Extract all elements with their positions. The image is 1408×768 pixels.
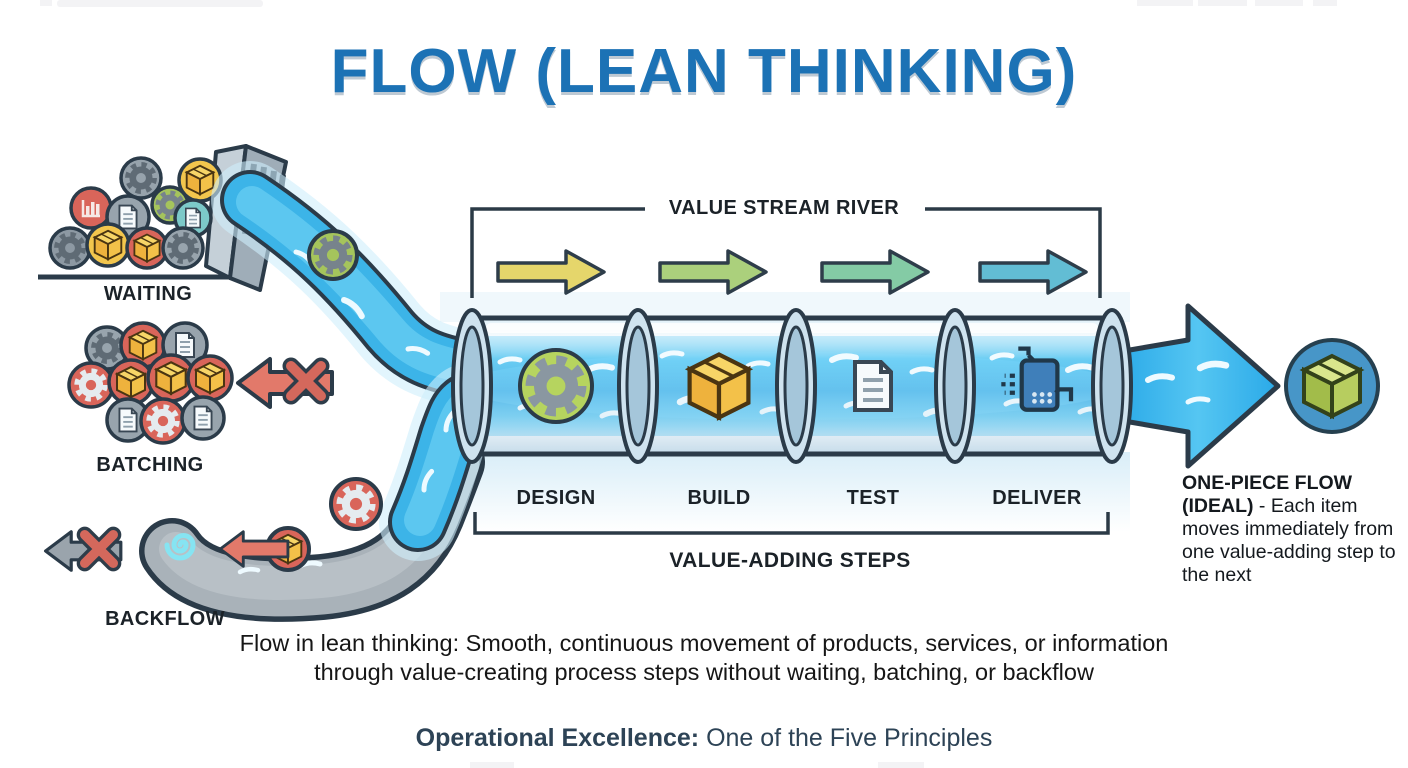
one-piece-flow-body: - Each item moves immediately from one v… (1182, 495, 1396, 586)
flow-arrow-icon (820, 249, 930, 295)
stage-label-test: TEST (846, 487, 900, 509)
document-icon (193, 405, 213, 431)
footer-principle-rest: One of the Five Principles (699, 724, 993, 752)
document-icon (853, 360, 893, 412)
value-adding-steps-label: VALUE-ADDING STEPS (669, 549, 911, 572)
blocked-backflow-arrow (43, 532, 123, 572)
box-icon (93, 229, 123, 261)
backflow-gear-item (329, 477, 383, 531)
batching-label: BATCHING (96, 454, 204, 476)
stream-gear-item (307, 229, 359, 281)
one-piece-flow-item (1284, 338, 1380, 434)
stage-icons (518, 348, 1071, 424)
design-stage-item (518, 348, 594, 424)
backflow-label: BACKFLOW (105, 608, 225, 630)
document-icon (175, 332, 195, 358)
x-mark-icon (85, 535, 114, 564)
box-icon (185, 164, 215, 196)
stage-label-deliver: DELIVER (992, 487, 1082, 509)
value-stream-river-label: VALUE STREAM RIVER (668, 197, 900, 219)
document-icon (118, 204, 138, 230)
blocked-batching-arrow (236, 357, 334, 409)
description-line-1: Flow in lean thinking: Smooth, continuou… (239, 630, 1169, 656)
box-icon (690, 355, 749, 418)
map-icon (185, 207, 201, 229)
box-icon (195, 362, 225, 394)
footer-principle: Operational Excellence: One of the Five … (0, 724, 1408, 753)
flow-arrow-icon (978, 249, 1088, 295)
footer-principle-bold: Operational Excellence: (415, 724, 700, 752)
one-piece-flow-subheading: (IDEAL) (1182, 495, 1254, 517)
stage-label-build: BUILD (687, 487, 751, 509)
batching-cluster (67, 321, 234, 445)
waiting-label: WAITING (103, 283, 193, 305)
box-icon (155, 361, 187, 395)
background-haze (430, 292, 1130, 532)
waiting-pile (48, 156, 223, 270)
description-text: Flow in lean thinking: Smooth, continuou… (0, 629, 1408, 687)
document-icon (118, 407, 138, 433)
flow-arrow-icon (496, 249, 606, 295)
flow-arrow-icon (658, 249, 768, 295)
stage-label-design: DESIGN (516, 487, 596, 509)
value-stream-bracket (470, 207, 1102, 298)
description-line-2: through value-creating process steps wit… (314, 659, 1094, 685)
one-piece-flow-text: ONE-PIECE FLOW (IDEAL) - Each item moves… (1182, 472, 1396, 587)
box-icon (116, 366, 146, 398)
exit-flow-arrow (1115, 303, 1281, 469)
box-icon (128, 329, 158, 361)
value-adding-bracket (473, 512, 1110, 535)
x-mark-icon (291, 366, 321, 396)
river-flow-arrows (496, 249, 1088, 295)
edge-artifacts (40, 0, 1337, 768)
green-box-icon (1302, 354, 1362, 418)
one-piece-flow-heading: ONE-PIECE FLOW (1182, 472, 1353, 494)
box-icon (133, 233, 161, 263)
waiting-stream (211, 161, 505, 408)
page-title: FLOW (LEAN THINKING) (330, 37, 1078, 106)
